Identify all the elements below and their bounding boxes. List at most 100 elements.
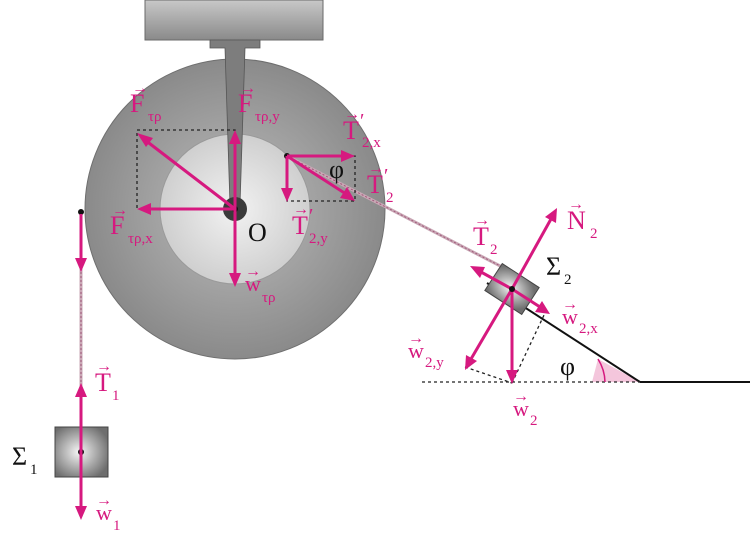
incline-angle-arc <box>597 358 606 383</box>
label-w1: w 1 → <box>96 492 121 534</box>
vector-N2-head <box>545 208 557 223</box>
label-mass-1: Σ 1 <box>12 442 38 478</box>
label-w-pulley: w τρ → <box>245 263 276 306</box>
label-T1: T 1 → <box>95 358 120 404</box>
vector-T1-head <box>75 383 87 397</box>
svg-text:1: 1 <box>30 462 38 478</box>
svg-text:w: w <box>96 500 112 525</box>
label-pivot: O <box>248 218 267 247</box>
svg-text:→: → <box>474 212 490 229</box>
svg-text:w: w <box>245 271 261 296</box>
svg-text:→: → <box>562 296 578 313</box>
vector-w1-head <box>75 506 87 520</box>
vector-w2-x-head <box>535 301 550 314</box>
svg-text:′: ′ <box>360 110 364 132</box>
vector-w2-y <box>469 288 514 360</box>
svg-text:→: → <box>408 330 424 347</box>
svg-text:T: T <box>343 116 359 145</box>
vector-rope-tension-down-head <box>75 258 87 272</box>
tension-components-box <box>286 155 356 202</box>
svg-text:′: ′ <box>309 205 313 227</box>
svg-text:1: 1 <box>112 388 120 404</box>
svg-text:Σ: Σ <box>12 442 27 471</box>
vector-w2-y-head <box>465 355 477 370</box>
label-w2-y: w 2,y → <box>408 330 444 371</box>
label-mass-2: Σ 2 <box>546 252 572 288</box>
svg-text:2,y: 2,y <box>309 231 328 247</box>
svg-text:τρ: τρ <box>262 290 276 306</box>
w2-dashed-2 <box>511 312 546 384</box>
vector-T2-y-head <box>281 188 293 202</box>
vector-w-pulley-head <box>229 273 241 287</box>
svg-text:2: 2 <box>564 272 572 288</box>
svg-text:→: → <box>368 160 384 177</box>
label-N2: N 2 → <box>567 196 598 242</box>
label-angle-top: φ <box>329 155 344 184</box>
label-w2-x: w 2,x → <box>562 296 598 337</box>
label-T2-prime: T 2 ′ → <box>367 160 394 206</box>
svg-text:′: ′ <box>384 165 388 187</box>
svg-text:2: 2 <box>386 190 394 206</box>
friction-components-box <box>136 129 236 210</box>
svg-text:τρ,x: τρ,x <box>128 231 153 247</box>
svg-text:T: T <box>367 170 383 199</box>
svg-text:N: N <box>567 206 586 235</box>
svg-text:→: → <box>344 106 360 123</box>
vector-F-friction <box>144 138 236 211</box>
svg-text:F: F <box>130 89 144 118</box>
vector-N2 <box>510 218 553 290</box>
w2-dashed-1 <box>464 366 513 384</box>
svg-text:w: w <box>408 338 424 363</box>
vector-T2-x-head <box>341 150 355 162</box>
svg-text:F: F <box>238 89 252 118</box>
svg-text:2: 2 <box>530 413 538 429</box>
vector-F-friction-y-head <box>229 130 241 144</box>
label-T2-x: T 2,x ′ → <box>343 106 381 151</box>
svg-text:→: → <box>240 80 256 97</box>
svg-text:2: 2 <box>490 242 498 258</box>
label-angle-incline: φ <box>560 352 575 381</box>
svg-text:→: → <box>132 80 148 97</box>
svg-text:w: w <box>513 396 529 421</box>
svg-text:→: → <box>96 492 112 509</box>
svg-text:→: → <box>513 388 529 405</box>
rope-1-contact-dot <box>78 209 84 215</box>
svg-text:2,x: 2,x <box>579 321 598 337</box>
label-w2: w 2 → <box>513 388 538 429</box>
ceiling-mount <box>144 0 324 41</box>
svg-text:→: → <box>96 358 112 375</box>
label-F-friction-y: F τρ,y → <box>238 80 280 125</box>
label-F-friction-x: F τρ,x → <box>110 202 153 247</box>
vector-T2-head <box>470 266 485 278</box>
vector-T2 <box>480 270 513 291</box>
vector-F-friction-x-head <box>137 203 151 215</box>
svg-text:T: T <box>292 211 308 240</box>
vector-F-friction-head <box>137 133 153 147</box>
vector-w2-head <box>506 370 518 384</box>
svg-text:τρ,y: τρ,y <box>255 109 280 125</box>
svg-text:→: → <box>568 196 584 213</box>
rope-2-strand <box>286 155 509 271</box>
svg-text:2,x: 2,x <box>362 135 381 151</box>
svg-text:w: w <box>562 304 578 329</box>
mass-2-center-dot <box>509 286 515 292</box>
svg-text:Σ: Σ <box>546 252 561 281</box>
label-T2: T 2 → <box>473 212 498 258</box>
label-F-friction: F τρ → <box>130 80 162 125</box>
svg-text:F: F <box>110 211 124 240</box>
svg-text:1: 1 <box>113 518 121 534</box>
svg-text:2,y: 2,y <box>425 355 444 371</box>
svg-text:→: → <box>293 201 309 218</box>
svg-text:→: → <box>112 202 128 219</box>
svg-text:→: → <box>245 263 261 280</box>
svg-text:T: T <box>473 222 489 251</box>
svg-text:τρ: τρ <box>148 109 162 125</box>
vector-T2-prime-head <box>340 187 355 201</box>
vector-T2-prime <box>286 154 347 196</box>
label-T2-y: T 2,y ′ → <box>292 201 328 247</box>
vector-w2-x <box>511 287 541 309</box>
svg-text:2: 2 <box>590 226 598 242</box>
svg-text:T: T <box>95 368 111 397</box>
